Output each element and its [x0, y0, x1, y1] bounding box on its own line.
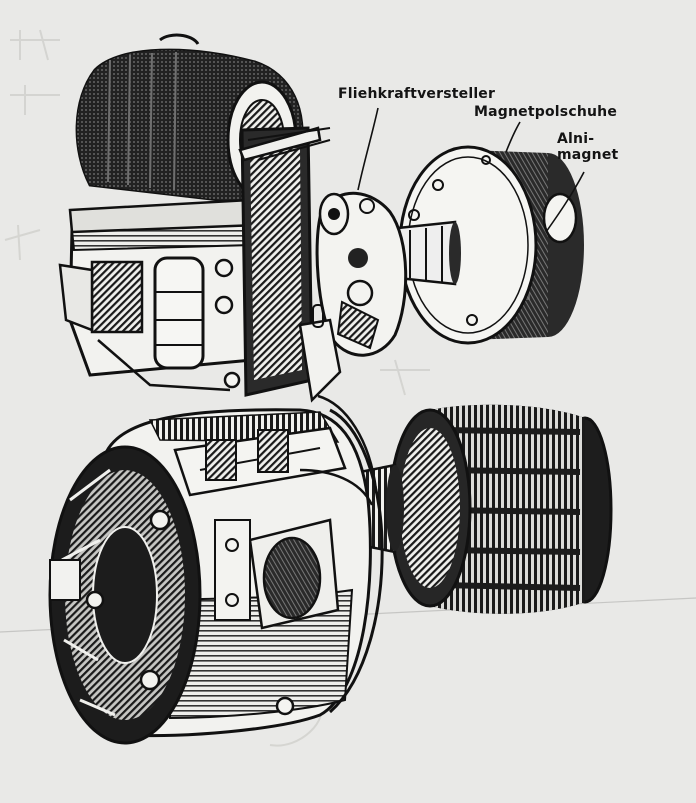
armature-winding [388, 404, 613, 614]
vertical-support-arm [238, 126, 342, 403]
label-fliehkraftversteller: Fliehkraftversteller [338, 86, 496, 102]
leader-magnetpolschuhe [505, 121, 521, 153]
callout-leader-lines [357, 107, 585, 233]
brush-holder-assembly [173, 426, 374, 630]
leader-fliehkraftversteller [357, 107, 379, 191]
centrifugal-advance-plate [315, 191, 408, 357]
label-alni-magnet: Alni- magnet [557, 131, 618, 163]
rotor-shaft [396, 220, 461, 286]
leader-alni-magnet [545, 171, 585, 233]
label-alni-magnet-line2: magnet [557, 147, 619, 163]
regulator-bracket [58, 198, 262, 392]
magnet-rotor-disc [398, 145, 584, 345]
end-bearing-cover [48, 445, 202, 745]
label-magnetpolschuhe: Magnetpolschuhe [474, 104, 618, 120]
label-alni-magnet-line1: Alni- [557, 131, 595, 147]
